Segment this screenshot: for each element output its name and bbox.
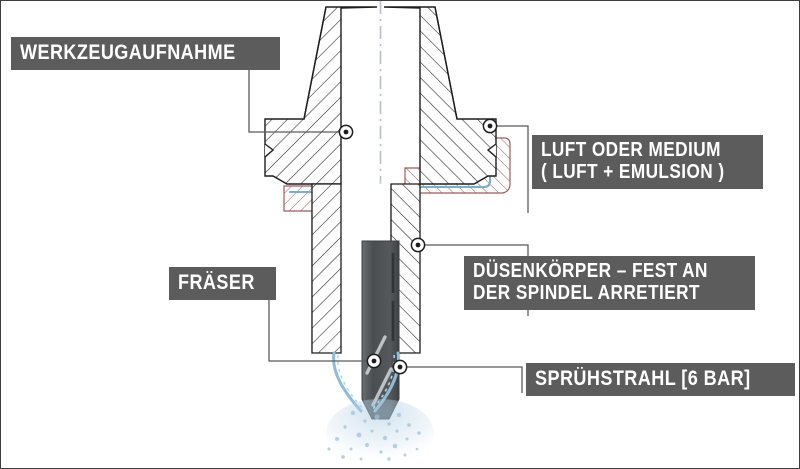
callout-fraeser-marker bbox=[366, 353, 382, 369]
tool-holder-left-lower bbox=[311, 183, 342, 354]
leader-spruehstrahl bbox=[400, 366, 523, 393]
spray-jet-inner bbox=[337, 354, 396, 410]
label-duesenkoerper-line-2: DER SPINDEL ARRETIERT bbox=[473, 282, 700, 305]
leader-werkzeugaufnahme bbox=[248, 69, 346, 133]
label-duesenkoerper-line-1: DÜSENKÖRPER – FEST AN bbox=[473, 260, 708, 282]
center-bore bbox=[371, 184, 390, 252]
callout-werkzeugaufnahme-marker bbox=[338, 124, 354, 140]
label-duesenkoerper: DÜSENKÖRPER – FEST AN DER SPINDEL ARRETI… bbox=[464, 256, 756, 310]
callout-duesenkoerper-marker bbox=[410, 237, 426, 253]
label-luft-oder-medium-line-2: ( LUFT + EMULSION ) bbox=[541, 161, 725, 184]
callout-markers bbox=[338, 118, 498, 375]
label-luft-oder-medium-line-1: LUFT ODER MEDIUM bbox=[541, 139, 721, 161]
label-werkzeugaufnahme: WERKZEUGAUFNAHME bbox=[11, 37, 280, 70]
label-spruehstrahl-line-1: SPRÜHSTRAHL [6 BAR] bbox=[535, 367, 751, 390]
milling-cutter bbox=[361, 240, 400, 420]
callout-luft-oder-medium-marker bbox=[482, 118, 498, 134]
spray-droplets bbox=[327, 410, 421, 461]
leader-fraeser bbox=[268, 299, 374, 362]
spray-mist bbox=[326, 399, 434, 467]
leader-luft bbox=[490, 125, 529, 213]
label-fraeser-line-1: FRÄSER bbox=[178, 271, 255, 294]
callout-spruehstrahl-marker bbox=[392, 359, 408, 375]
holder-outline bbox=[303, 6, 458, 120]
label-luft-oder-medium: LUFT ODER MEDIUM ( LUFT + EMULSION ) bbox=[532, 135, 764, 189]
label-spruehstrahl: SPRÜHSTRAHL [6 BAR] bbox=[526, 363, 795, 396]
label-werkzeugaufnahme-line-1: WERKZEUGAUFNAHME bbox=[20, 41, 236, 64]
label-fraeser: FRÄSER bbox=[169, 267, 277, 300]
